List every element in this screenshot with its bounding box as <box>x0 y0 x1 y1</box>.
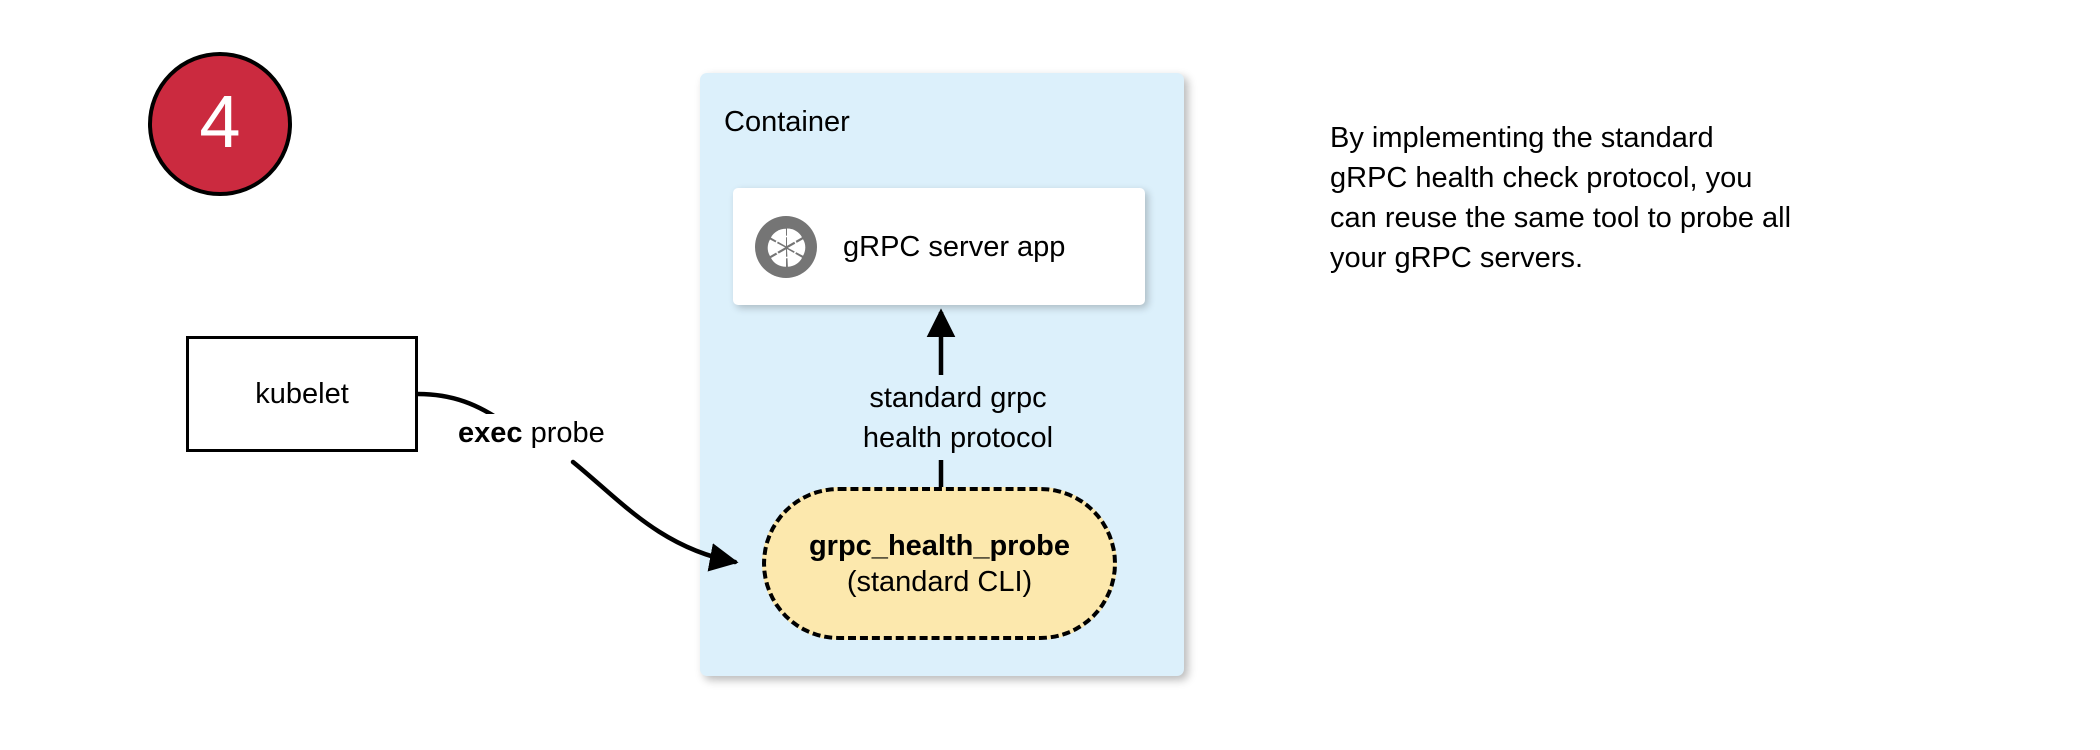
kubelet-box: kubelet <box>186 336 418 452</box>
exec-probe-bold-text: exec <box>458 417 523 449</box>
side-note: By implementing the standard gRPC health… <box>1330 118 1930 278</box>
grpc-aperture-icon <box>755 215 817 278</box>
grpc-server-app-card: gRPC server app <box>733 188 1145 305</box>
side-note-line1: By implementing the standard <box>1330 122 1714 154</box>
grpc-health-probe-title: grpc_health_probe <box>808 529 1071 562</box>
health-protocol-label: standard grpc health protocol <box>839 376 1077 460</box>
container-label: Container <box>724 106 850 138</box>
side-note-line2: gRPC health check protocol, you <box>1330 162 1753 194</box>
grpc-health-probe-pill: grpc_health_probe (standard CLI) <box>762 487 1117 640</box>
exec-probe-label: exec probe <box>452 414 611 452</box>
step-number-badge: 4 <box>148 52 292 196</box>
health-protocol-line2: health protocol <box>862 422 1054 454</box>
side-note-line4: your gRPC servers. <box>1330 242 1584 274</box>
grpc-server-app-label: gRPC server app <box>843 230 1066 263</box>
exec-probe-rest-text: probe <box>522 417 605 449</box>
step-number-label: 4 <box>199 80 241 163</box>
kubelet-label: kubelet <box>255 378 349 410</box>
grpc-health-probe-subtitle: (standard CLI) <box>846 565 1033 598</box>
health-protocol-line1: standard grpc <box>869 382 1047 414</box>
side-note-line3: can reuse the same tool to probe all <box>1330 202 1792 234</box>
